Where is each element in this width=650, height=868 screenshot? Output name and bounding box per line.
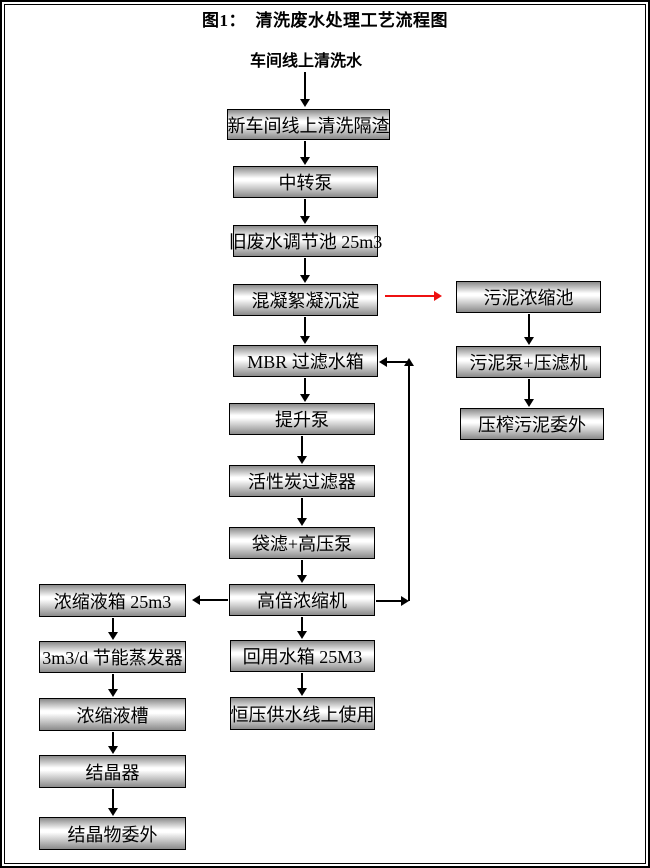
node-crystals-outsourced: 结晶物委外 (39, 817, 186, 850)
node-crystallizer: 结晶器 (39, 755, 186, 788)
node-constant-pressure-line-use: 恒压供水线上使用 (230, 697, 375, 730)
node-concentrate-tank: 浓缩液箱 25m3 (39, 584, 186, 617)
arrow-regulating-tank-to-coagulation (300, 258, 310, 283)
node-mbr-filter-tank: MBR 过滤水箱 (233, 345, 378, 377)
arrow-screening-to-transfer-pump (300, 141, 310, 165)
node-sludge-thickening-tank: 污泥浓缩池 (456, 281, 601, 313)
arrow-recycle-to-mbr (379, 357, 409, 367)
arrow-evaporator-to-trough (108, 674, 118, 697)
arrow-bag-filter-to-concentrator (297, 560, 307, 583)
node-transfer-pump: 中转泵 (233, 166, 378, 198)
node-coagulation-flocculation-sedimentation: 混凝絮凝沉淀 (233, 284, 378, 316)
arrow-transfer-pump-to-regulating-tank (300, 199, 310, 224)
node-old-wastewater-regulating-tank: 旧废水调节池 25m3 (229, 225, 382, 257)
node-energy-saving-evaporator: 3m3/d 节能蒸发器 (39, 641, 186, 673)
node-pressed-sludge-outsourced: 压榨污泥委外 (460, 408, 604, 440)
node-high-rate-concentrator: 高倍浓缩机 (229, 584, 375, 616)
node-lift-pump: 提升泵 (229, 403, 375, 435)
arrow-recycle-riser-up (404, 358, 414, 601)
node-sludge-pump-filter-press: 污泥泵+压滤机 (456, 346, 601, 378)
arrow-reuse-tank-to-line-use (297, 673, 307, 696)
figure-title: 图1： 清洗废水处理工艺流程图 (202, 11, 448, 30)
arrow-coagulation-to-sludge-thickener (385, 291, 442, 301)
arrow-concentrator-to-concentrate-tank (192, 595, 228, 605)
arrow-trough-to-crystallizer (108, 732, 118, 754)
arrow-filter-press-to-outsourced (524, 379, 534, 407)
node-concentrate-trough: 浓缩液槽 (39, 698, 186, 731)
arrow-coagulation-to-mbr (300, 317, 310, 344)
arrow-concentrator-to-reuse-tank (297, 617, 307, 639)
arrow-concentrator-to-recycle-riser (376, 596, 409, 606)
node-activated-carbon-filter: 活性炭过滤器 (229, 465, 375, 497)
arrow-thickener-to-filter-press (524, 314, 534, 345)
arrow-source-to-screening (300, 72, 310, 107)
arrow-crystallizer-to-outsourced (108, 789, 118, 816)
node-workshop-line-screening: 新车间线上清洗隔渣 (227, 109, 390, 140)
arrow-mbr-to-lift-pump (300, 378, 310, 402)
arrow-carbon-filter-to-bag-filter (297, 498, 307, 526)
node-bag-filter-high-pressure-pump: 袋滤+高压泵 (229, 527, 375, 559)
arrow-concentrate-tank-to-evaporator (108, 618, 118, 640)
arrow-lift-pump-to-carbon-filter (297, 436, 307, 464)
source-water-label: 车间线上清洗水 (249, 53, 362, 70)
node-reuse-water-tank: 回用水箱 25M3 (230, 640, 375, 672)
